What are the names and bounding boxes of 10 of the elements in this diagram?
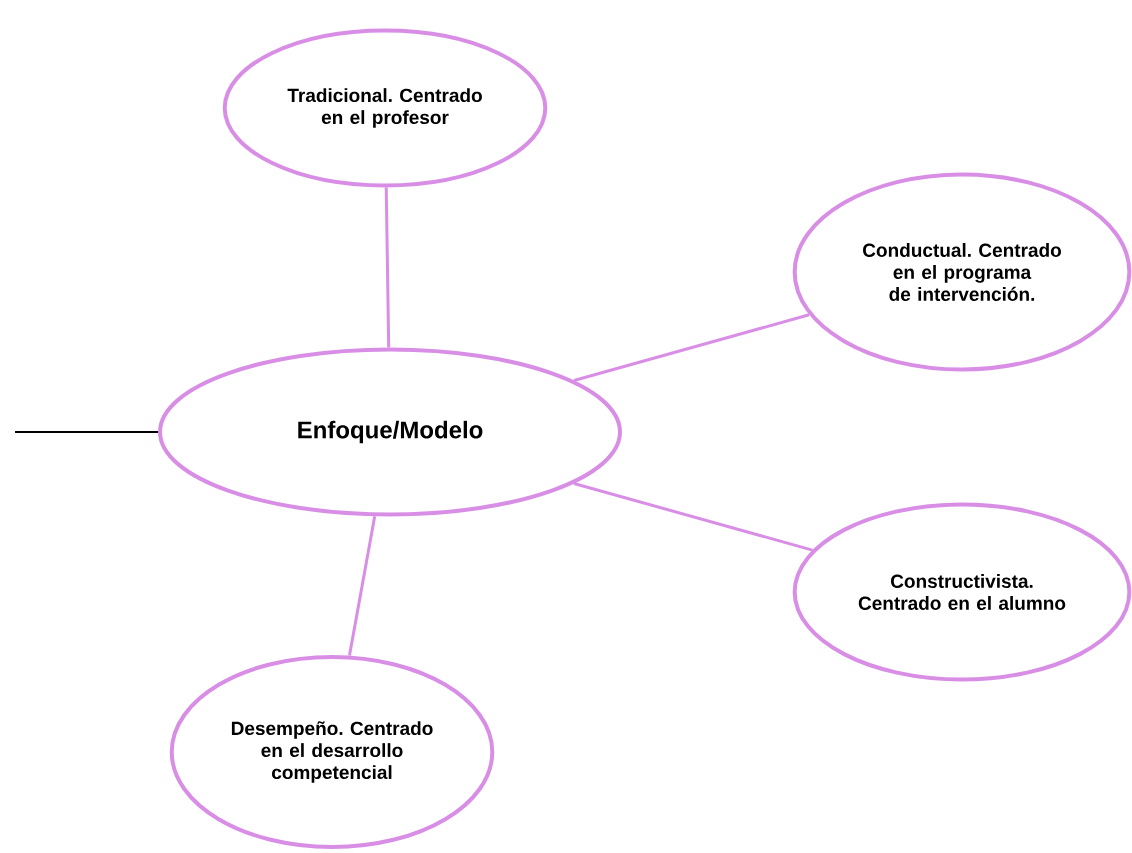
connector-line bbox=[573, 482, 813, 552]
connector-line bbox=[14, 431, 159, 433]
connector-line bbox=[384, 187, 391, 348]
connector-line bbox=[348, 516, 377, 656]
connector-line bbox=[573, 313, 810, 382]
ellipse-node: Tradicional. Centrado en el profesor bbox=[222, 28, 548, 188]
ellipse-node: Enfoque/Modelo bbox=[158, 347, 622, 517]
ellipse-node: Desempeño. Centrado en el desarrollo competencial bbox=[169, 655, 495, 849]
ellipse-node: Constructivista. Centrado en el alumno bbox=[792, 502, 1132, 682]
ellipse-node: Conductual. Centrado en el programa de intervención. bbox=[792, 172, 1132, 372]
